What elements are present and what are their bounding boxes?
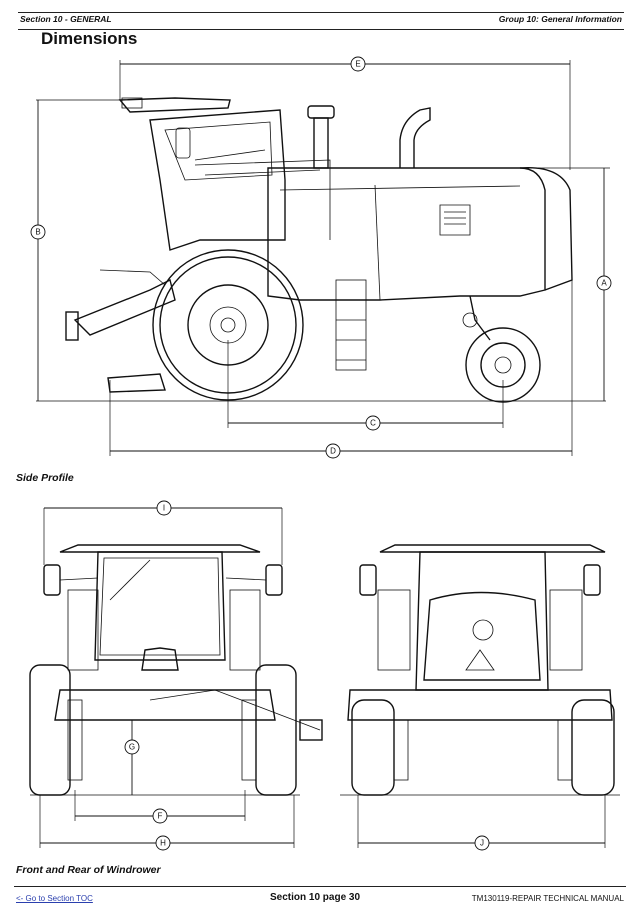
label-i: I: [156, 500, 172, 516]
rear-view-drawing: [340, 544, 620, 848]
group-label: Group 10: General Information: [498, 14, 622, 24]
label-a: A: [596, 275, 612, 291]
label-b: B: [30, 224, 46, 240]
front-view-drawing: [29, 507, 323, 848]
caption-side-profile: Side Profile: [16, 472, 74, 484]
svg-text:D: D: [330, 447, 336, 456]
label-j: J: [474, 835, 490, 851]
svg-text:B: B: [35, 228, 40, 237]
section-toc-link[interactable]: <- Go to Section TOC: [16, 894, 93, 903]
side-profile-drawing: [36, 60, 610, 456]
page-title: Dimensions: [41, 29, 138, 48]
label-c: C: [365, 415, 381, 431]
caption-front-rear: Front and Rear of Windrower: [16, 864, 161, 876]
page-header: Section 10 - GENERAL Group 10: General I…: [18, 12, 624, 30]
svg-text:I: I: [163, 504, 165, 513]
page-number: Section 10 page 30: [270, 892, 361, 903]
label-h: H: [155, 835, 171, 851]
section-label: Section 10 - GENERAL: [20, 14, 112, 24]
manual-id: TM130119-REPAIR TECHNICAL MANUAL: [471, 894, 624, 903]
svg-text:E: E: [355, 60, 360, 69]
svg-text:C: C: [370, 419, 376, 428]
svg-text:F: F: [158, 812, 163, 821]
label-g: G: [124, 739, 140, 755]
label-f: F: [152, 808, 168, 824]
svg-text:J: J: [480, 839, 484, 848]
label-d: D: [325, 443, 341, 459]
svg-text:H: H: [160, 839, 166, 848]
label-e: E: [350, 56, 366, 72]
page-footer: <- Go to Section TOC Section 10 page 30 …: [14, 886, 626, 909]
svg-text:G: G: [129, 743, 135, 752]
svg-text:A: A: [601, 279, 607, 288]
